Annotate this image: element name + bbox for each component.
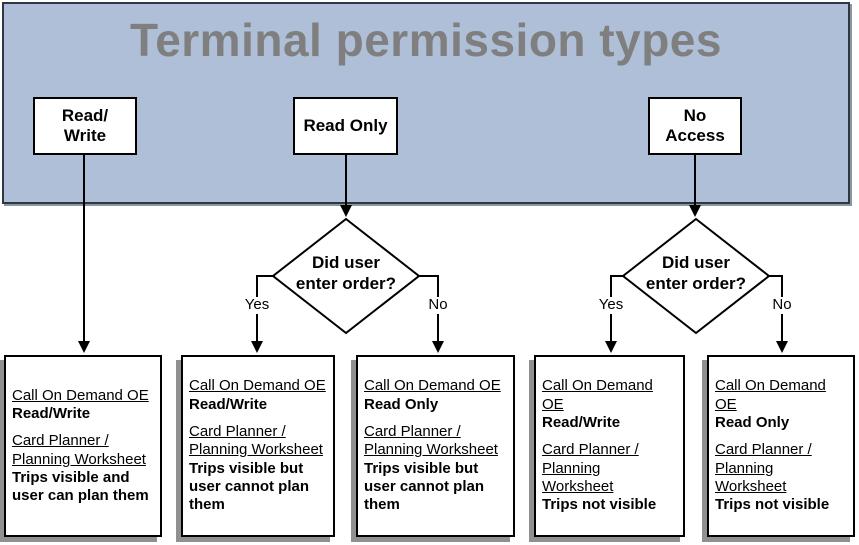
arrow-decision1-yes xyxy=(251,275,275,353)
no-label-2: No xyxy=(769,296,795,314)
app1-permission-text: Read/Write xyxy=(189,395,268,413)
decision-question-2: Did user enter order? xyxy=(645,253,747,294)
app1-permission-text: Read Only xyxy=(364,395,439,413)
arrow-decision1-no xyxy=(417,275,444,353)
arrow-decision2-yes xyxy=(605,275,625,353)
app2-permission-text: Trips visible and user can plan them xyxy=(12,468,149,505)
app2-permission-text: Trips not visible xyxy=(715,496,830,514)
decision-diamond-1 xyxy=(271,217,421,335)
app1-name-label: Call On Demand OE xyxy=(12,386,149,404)
app2-permission-text: Trips not visible xyxy=(542,496,657,514)
app1-name-label: Call On Demand OE xyxy=(542,377,653,413)
app2-permission-text: Trips visible but user cannot plan them xyxy=(189,459,310,514)
app1-name-label: Call On Demand OE xyxy=(715,377,826,413)
app2-name-label: Card Planner / Planning Worksheet xyxy=(715,441,812,495)
decision-question-1: Did user enter order? xyxy=(295,253,397,294)
app1-permission-text: Read/Write xyxy=(542,414,621,432)
yes-label-1: Yes xyxy=(241,296,273,314)
yes-label-2: Yes xyxy=(595,296,627,314)
arrow-decision2-no xyxy=(767,275,788,353)
app1-permission-text: Read Only xyxy=(715,414,790,432)
outcome-box-3: Call On Demand OE Read Only Card Planner… xyxy=(356,355,515,537)
app2-name-label: Card Planner / Planning Worksheet xyxy=(542,441,639,495)
permission-box-no-access: No Access xyxy=(648,97,742,155)
outcome-box-4: Call On Demand OE Read/Write Card Planne… xyxy=(534,355,685,537)
app2-name-label: Card Planner / Planning Worksheet xyxy=(12,432,146,468)
diagram-title: Terminal permission types xyxy=(130,14,722,66)
app1-name-label: Call On Demand OE xyxy=(364,377,501,395)
outcome-box-5: Call On Demand OE Read Only Card Planner… xyxy=(707,355,855,537)
permission-box-read-only: Read Only xyxy=(293,97,398,155)
no-label-1: No xyxy=(425,296,451,314)
outcome-box-2: Call On Demand OE Read/Write Card Planne… xyxy=(181,355,335,537)
outcome-box-1: Call On Demand OE Read/Write Card Planne… xyxy=(4,355,162,537)
app2-name-label: Card Planner / Planning Worksheet xyxy=(364,423,498,459)
app2-permission-text: Trips visible but user cannot plan them xyxy=(364,459,485,514)
decision-diamond-2 xyxy=(621,217,771,335)
app2-name-label: Card Planner / Planning Worksheet xyxy=(189,423,323,459)
app1-permission-text: Read/Write xyxy=(12,404,91,422)
app1-name-label: Call On Demand OE xyxy=(189,377,326,395)
permission-box-read-write: Read/ Write xyxy=(33,97,137,155)
